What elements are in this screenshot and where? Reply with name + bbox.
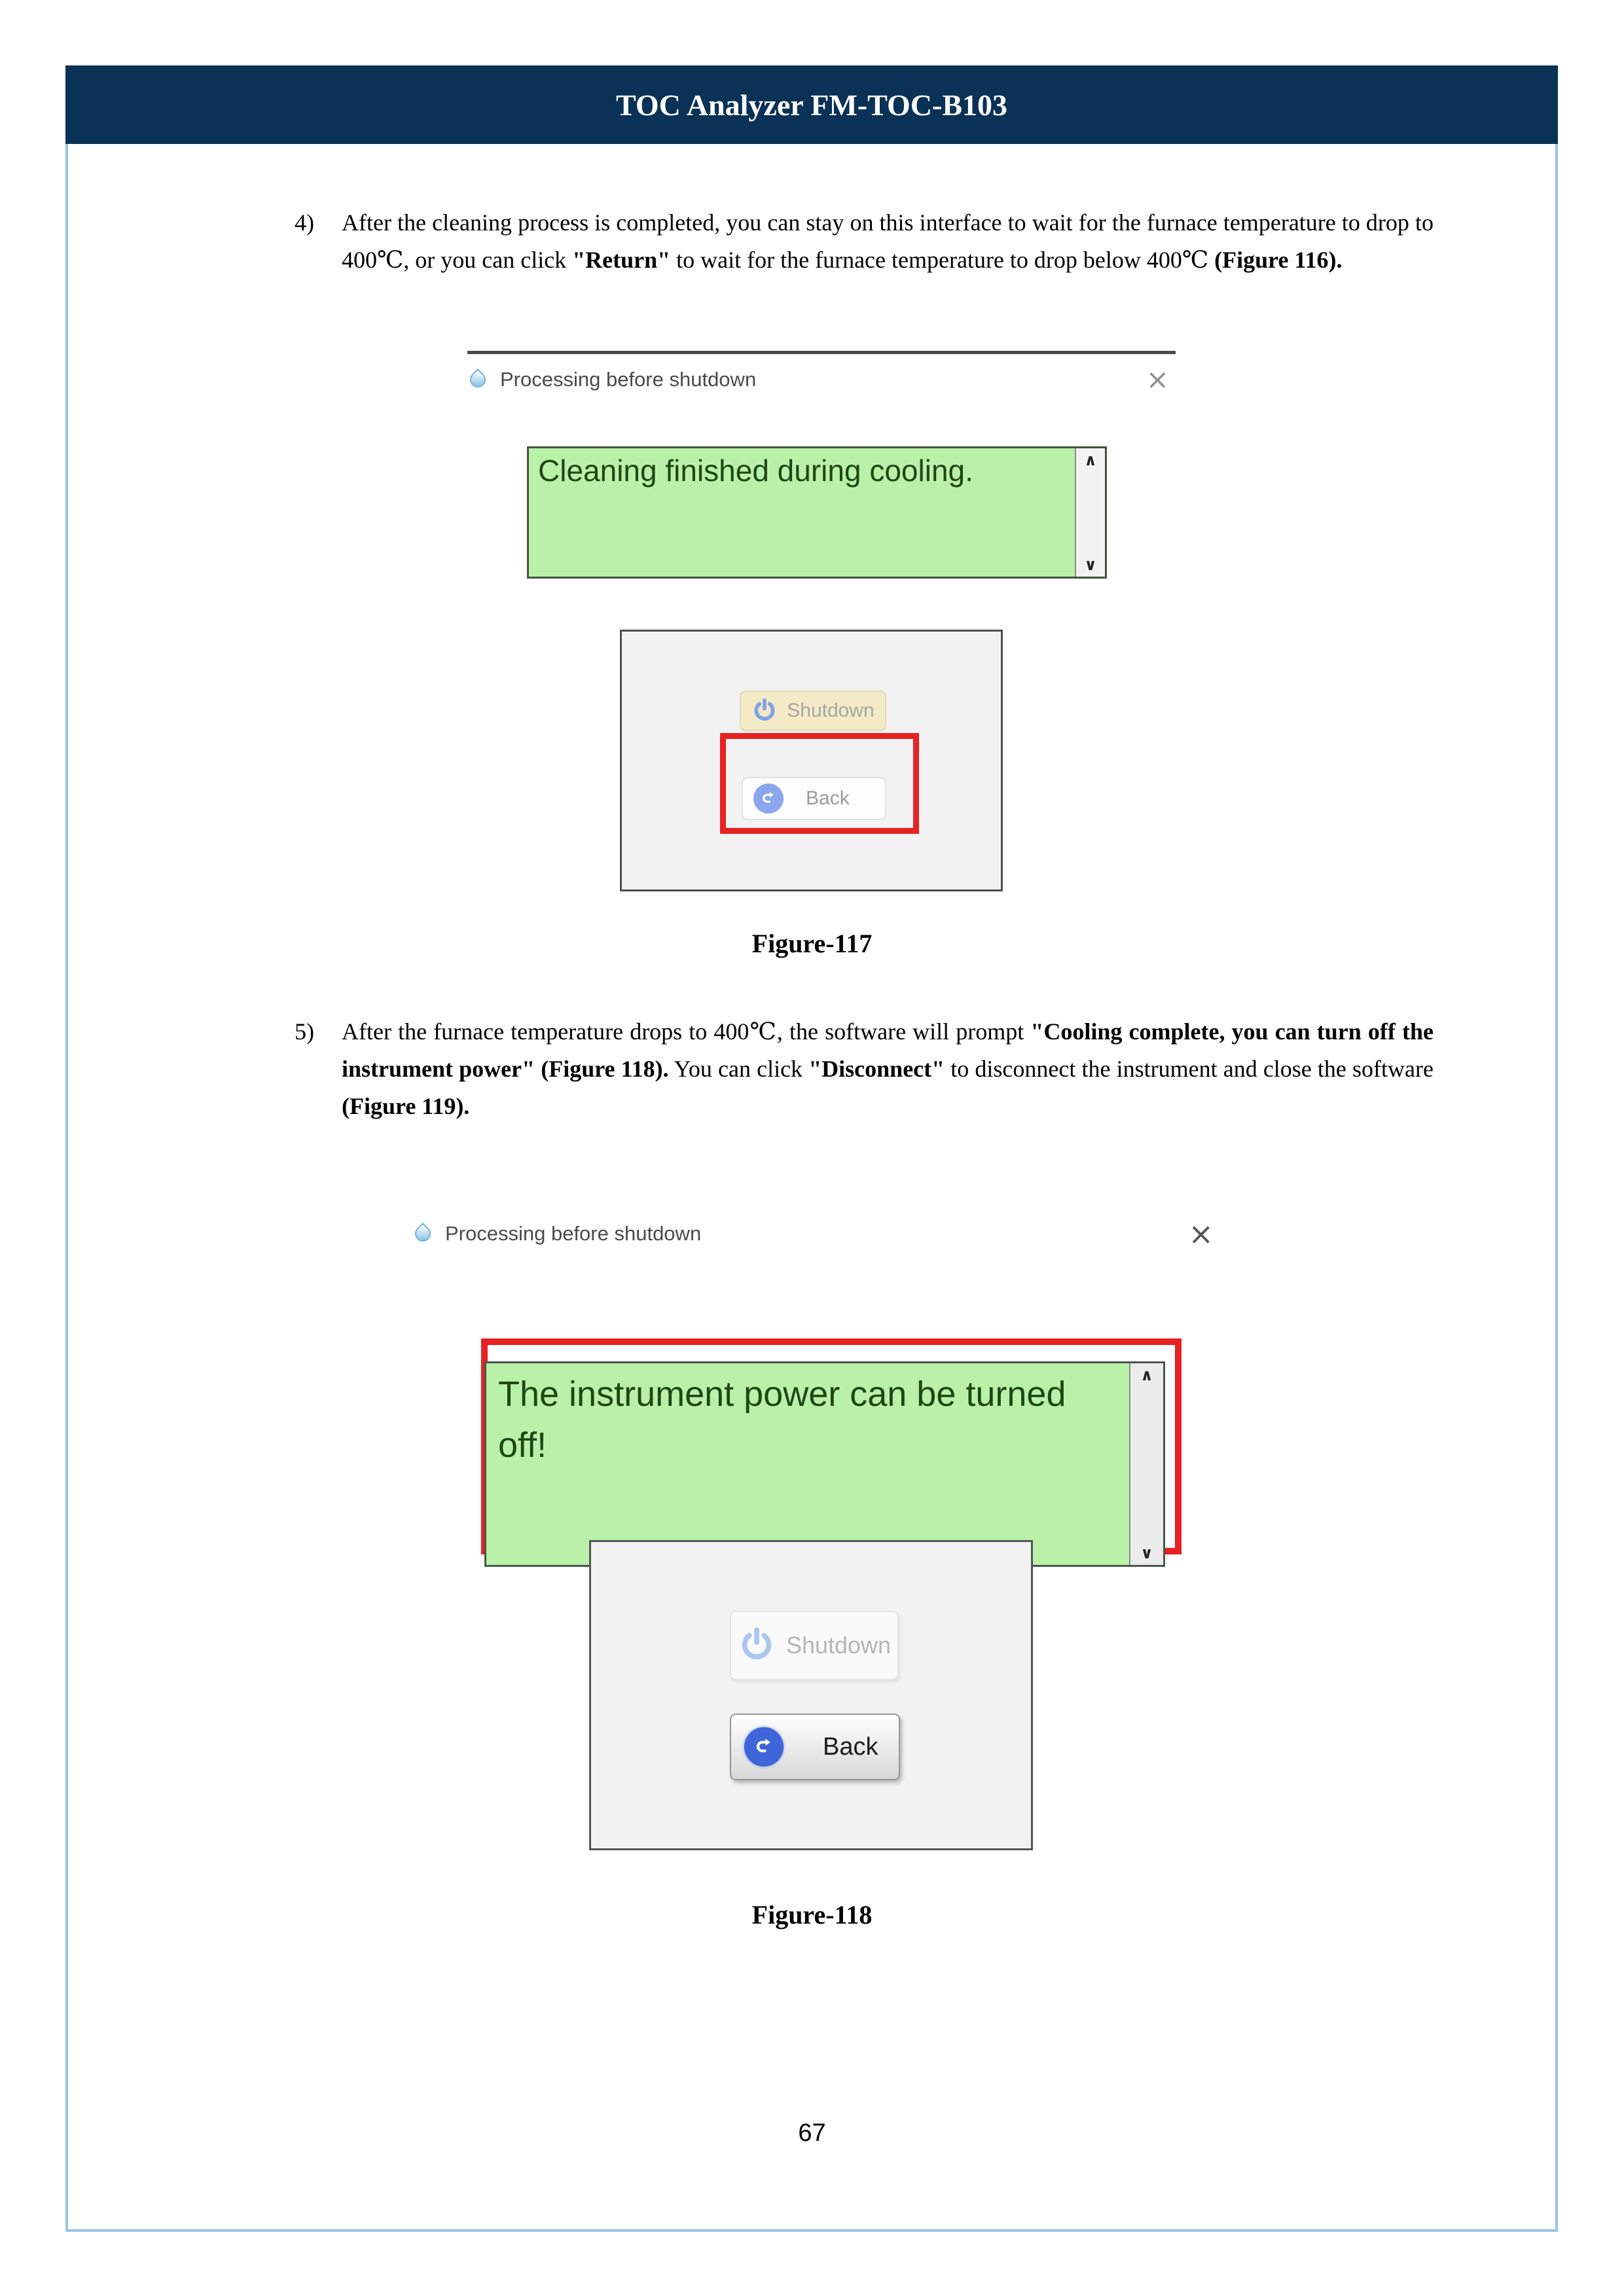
step-5-number: 5) (295, 1018, 314, 1045)
window-top-border (467, 351, 1176, 354)
step-4-paragraph: 4) After the cleaning process is complet… (295, 204, 1434, 279)
water-drop-icon (412, 1221, 435, 1247)
close-icon[interactable]: × (1188, 1216, 1214, 1251)
scroll-down-icon[interactable]: ∨ (1140, 1544, 1153, 1562)
highlight-rectangle (720, 733, 919, 834)
close-icon[interactable]: × (1146, 363, 1169, 395)
shutdown-button-label: Shutdown (787, 700, 875, 721)
button-panel: Shutdown Back (589, 1540, 1033, 1850)
back-button[interactable]: Back (730, 1713, 900, 1780)
scroll-up-icon[interactable]: ∧ (1140, 1366, 1153, 1384)
window-titlebar: Processing before shutdown × (412, 1214, 1214, 1253)
document-title: TOC Analyzer FM-TOC-B103 (616, 88, 1007, 122)
step-5-text: After the furnace temperature drops to 4… (342, 1018, 1434, 1119)
status-message-text: The instrument power can be turned off! (498, 1374, 1066, 1465)
status-message-box: Cleaning finished during cooling. ∧ ∨ (527, 446, 1107, 579)
back-button-label: Back (823, 1732, 878, 1761)
document-header: TOC Analyzer FM-TOC-B103 (65, 65, 1558, 144)
step-4-text: After the cleaning process is completed,… (342, 209, 1434, 273)
scroll-up-icon[interactable]: ∧ (1084, 451, 1097, 469)
window-titlebar: Processing before shutdown × (467, 361, 1169, 398)
back-arrow-icon (744, 1727, 784, 1767)
shutdown-button-label: Shutdown (785, 1632, 892, 1659)
page-border-frame (65, 65, 1558, 2232)
message-scrollbar[interactable]: ∧ ∨ (1075, 448, 1105, 577)
figure-117-caption: Figure-117 (751, 929, 873, 958)
step-4-number: 4) (295, 209, 314, 236)
status-message-text: Cleaning finished during cooling. (538, 454, 973, 488)
window-title: Processing before shutdown (445, 1222, 702, 1245)
figure-117-screenshot: Processing before shutdown × Cleaning fi… (458, 347, 1185, 916)
figure-118-caption: Figure-118 (751, 1900, 873, 1929)
back-button-label: Back (806, 787, 850, 809)
scroll-down-icon[interactable]: ∨ (1084, 556, 1097, 574)
back-button[interactable]: Back (742, 777, 886, 820)
window-title: Processing before shutdown (500, 368, 757, 391)
back-arrow-icon (753, 783, 784, 814)
shutdown-button[interactable]: Shutdown (730, 1611, 899, 1680)
status-message-box: The instrument power can be turned off! … (484, 1361, 1165, 1567)
step-5-paragraph: 5) After the furnace temperature drops t… (295, 1013, 1434, 1125)
water-drop-icon (467, 367, 490, 393)
power-icon (754, 698, 775, 721)
figure-118-screenshot: Processing before shutdown × The instrum… (393, 1208, 1244, 1856)
page-number: 67 (798, 2119, 826, 2147)
shutdown-button[interactable]: Shutdown (740, 691, 886, 731)
message-scrollbar[interactable]: ∧ ∨ (1129, 1363, 1163, 1565)
power-icon (742, 1627, 772, 1660)
button-panel: Shutdown Back (620, 630, 1003, 891)
